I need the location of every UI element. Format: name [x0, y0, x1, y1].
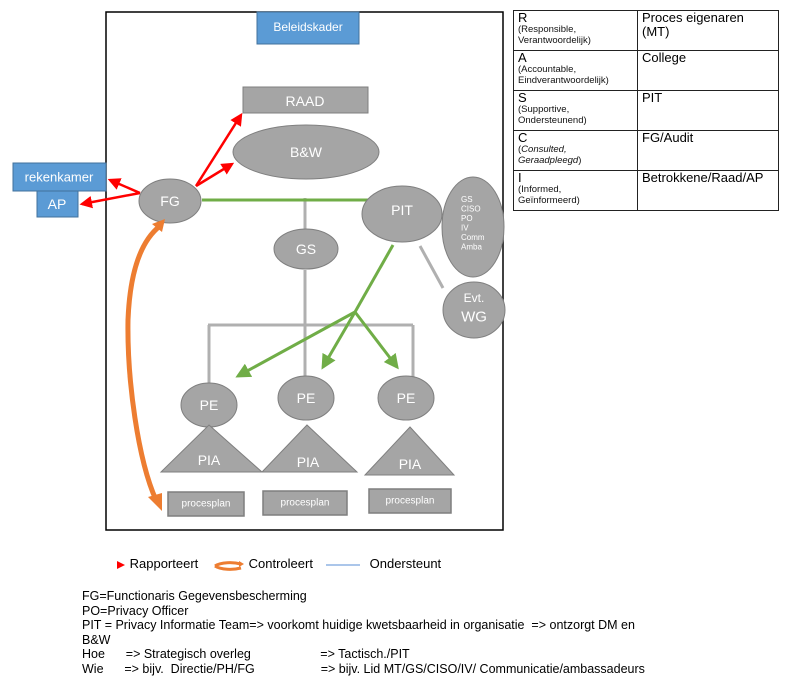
- note-line: Wie => bijv. Directie/PH/FG => bijv. Lid…: [82, 661, 645, 676]
- pit-node: PIT: [361, 185, 443, 243]
- pe-node: [277, 375, 335, 421]
- pit-members-node: GS CISO PO IV Comm Amba: [441, 176, 505, 278]
- raci-nl: Geïnformeerd): [518, 195, 580, 206]
- raci-row-c: C(Consulted,Geraadpleegd) FG/Audit: [513, 130, 779, 171]
- raci-row-i: I(Informed,Geïnformeerd) Betrokkene/Raad…: [513, 170, 779, 211]
- orange-double-arrow-icon: [214, 560, 244, 571]
- procesplan-node: [167, 491, 245, 517]
- svg-text:procesplan: procesplan: [386, 496, 435, 507]
- raci-en: (Consulted,: [518, 144, 567, 155]
- raci-nl: Geraadpleegd): [518, 155, 582, 166]
- raci-value: Proces eigenaren (MT): [637, 10, 779, 51]
- procesplan-node: [262, 490, 348, 516]
- rapporteert-arrows: [79, 112, 243, 209]
- raci-nl: Verantwoordelijk): [518, 35, 591, 46]
- controleert-arrow: [125, 219, 165, 511]
- svg-text:B&W: B&W: [290, 144, 323, 160]
- fg-node: FG: [138, 178, 202, 224]
- blue-line-icon: [326, 563, 360, 566]
- pe-node: [377, 375, 435, 421]
- raci-row-a: A(Accountable,Eindverantwoordelijk) Coll…: [513, 50, 779, 91]
- process-column-3: PE PIA procesplan: [363, 375, 456, 514]
- notes: FG=Functionaris Gegevensbescherming PO=P…: [82, 589, 645, 676]
- note-line: PIT = Privacy Informatie Team=> voorkomt…: [82, 618, 635, 632]
- governance-diagram: Beleidskader RAAD B&W rekenkamer AP: [12, 11, 506, 531]
- raci-row-s: S(Supportive,Ondersteunend) PIT: [513, 90, 779, 131]
- raci-letter: S: [518, 90, 527, 105]
- legend-label: Ondersteunt: [369, 556, 442, 571]
- raci-row-r: R(Responsible,Verantwoordelijk) Proces e…: [513, 10, 779, 51]
- legend-rapporteert: Rapporteert: [78, 555, 198, 573]
- svg-text:WG: WG: [461, 309, 487, 326]
- note-line: B&W: [82, 632, 111, 647]
- red-arrow-icon: [79, 560, 125, 569]
- hierarchy-connectors: [207, 198, 445, 383]
- beleidskader-label: Beleidskader: [256, 11, 360, 45]
- raci-en: (Accountable,: [518, 64, 577, 75]
- svg-text:PE: PE: [200, 397, 219, 413]
- svg-text:GS: GS: [296, 241, 316, 257]
- ondersteunt-lines: [202, 198, 399, 378]
- note-line: FG=Functionaris Gegevensbescherming: [82, 589, 307, 603]
- legend-label: Controleert: [248, 556, 313, 571]
- note-line: PO=Privacy Officer: [82, 603, 189, 618]
- svg-text:Beleidskader: Beleidskader: [273, 20, 342, 34]
- pia-node: [363, 426, 456, 476]
- procesplan-node: [368, 488, 452, 514]
- svg-text:procesplan: procesplan: [281, 498, 330, 509]
- svg-text:Evt.: Evt.: [464, 291, 485, 305]
- raci-value: PIT: [637, 90, 779, 131]
- svg-text:GS CISO PO I: GS CISO PO IV Comm Amba: [461, 195, 487, 252]
- legend-label: Rapporteert: [129, 556, 199, 571]
- raci-en: (Informed,: [518, 184, 562, 195]
- raci-nl: Eindverantwoordelijk): [518, 75, 609, 86]
- ap-node: AP: [36, 190, 79, 218]
- process-column-1: PE PIA procesplan: [159, 382, 264, 517]
- werkgroep-node: Evt. WG: [442, 281, 506, 339]
- svg-text:PIA: PIA: [297, 454, 320, 470]
- rekenkamer-node: rekenkamer: [12, 162, 107, 192]
- svg-text:PE: PE: [297, 390, 316, 406]
- raci-table: R(Responsible,Verantwoordelijk) Proces e…: [513, 10, 779, 211]
- raci-nl: Ondersteunend): [518, 115, 587, 126]
- svg-text:RAAD: RAAD: [286, 93, 325, 109]
- svg-text:AP: AP: [48, 196, 67, 212]
- raci-letter: I: [518, 170, 522, 185]
- raci-value: FG/Audit: [637, 130, 779, 171]
- legend-controleert: Controleert: [213, 555, 313, 573]
- svg-text:PIA: PIA: [198, 452, 221, 468]
- gs-node: GS: [273, 228, 339, 270]
- raci-letter: A: [518, 50, 527, 65]
- pia-node: [159, 424, 264, 473]
- legend-ondersteunt: Ondersteunt: [326, 555, 441, 573]
- pia-node: [260, 424, 359, 473]
- bw-node: B&W: [232, 124, 380, 180]
- raci-letter: R: [518, 10, 528, 25]
- svg-text:FG: FG: [160, 193, 179, 209]
- svg-text:PE: PE: [397, 390, 416, 406]
- raad-node: RAAD: [242, 86, 369, 114]
- svg-text:PIT: PIT: [391, 202, 413, 218]
- raci-en: (Supportive,: [518, 104, 570, 115]
- svg-text:PIA: PIA: [399, 456, 422, 472]
- raci-letter: C: [518, 130, 528, 145]
- svg-text:procesplan: procesplan: [182, 499, 231, 510]
- raci-en: (Responsible,: [518, 24, 577, 35]
- raci-value: College: [637, 50, 779, 91]
- note-line: Hoe => Strategisch overleg => Tactisch./…: [82, 647, 410, 661]
- raci-value: Betrokkene/Raad/AP: [637, 170, 779, 211]
- process-column-2: PE PIA procesplan: [260, 375, 359, 516]
- svg-text:rekenkamer: rekenkamer: [25, 170, 94, 185]
